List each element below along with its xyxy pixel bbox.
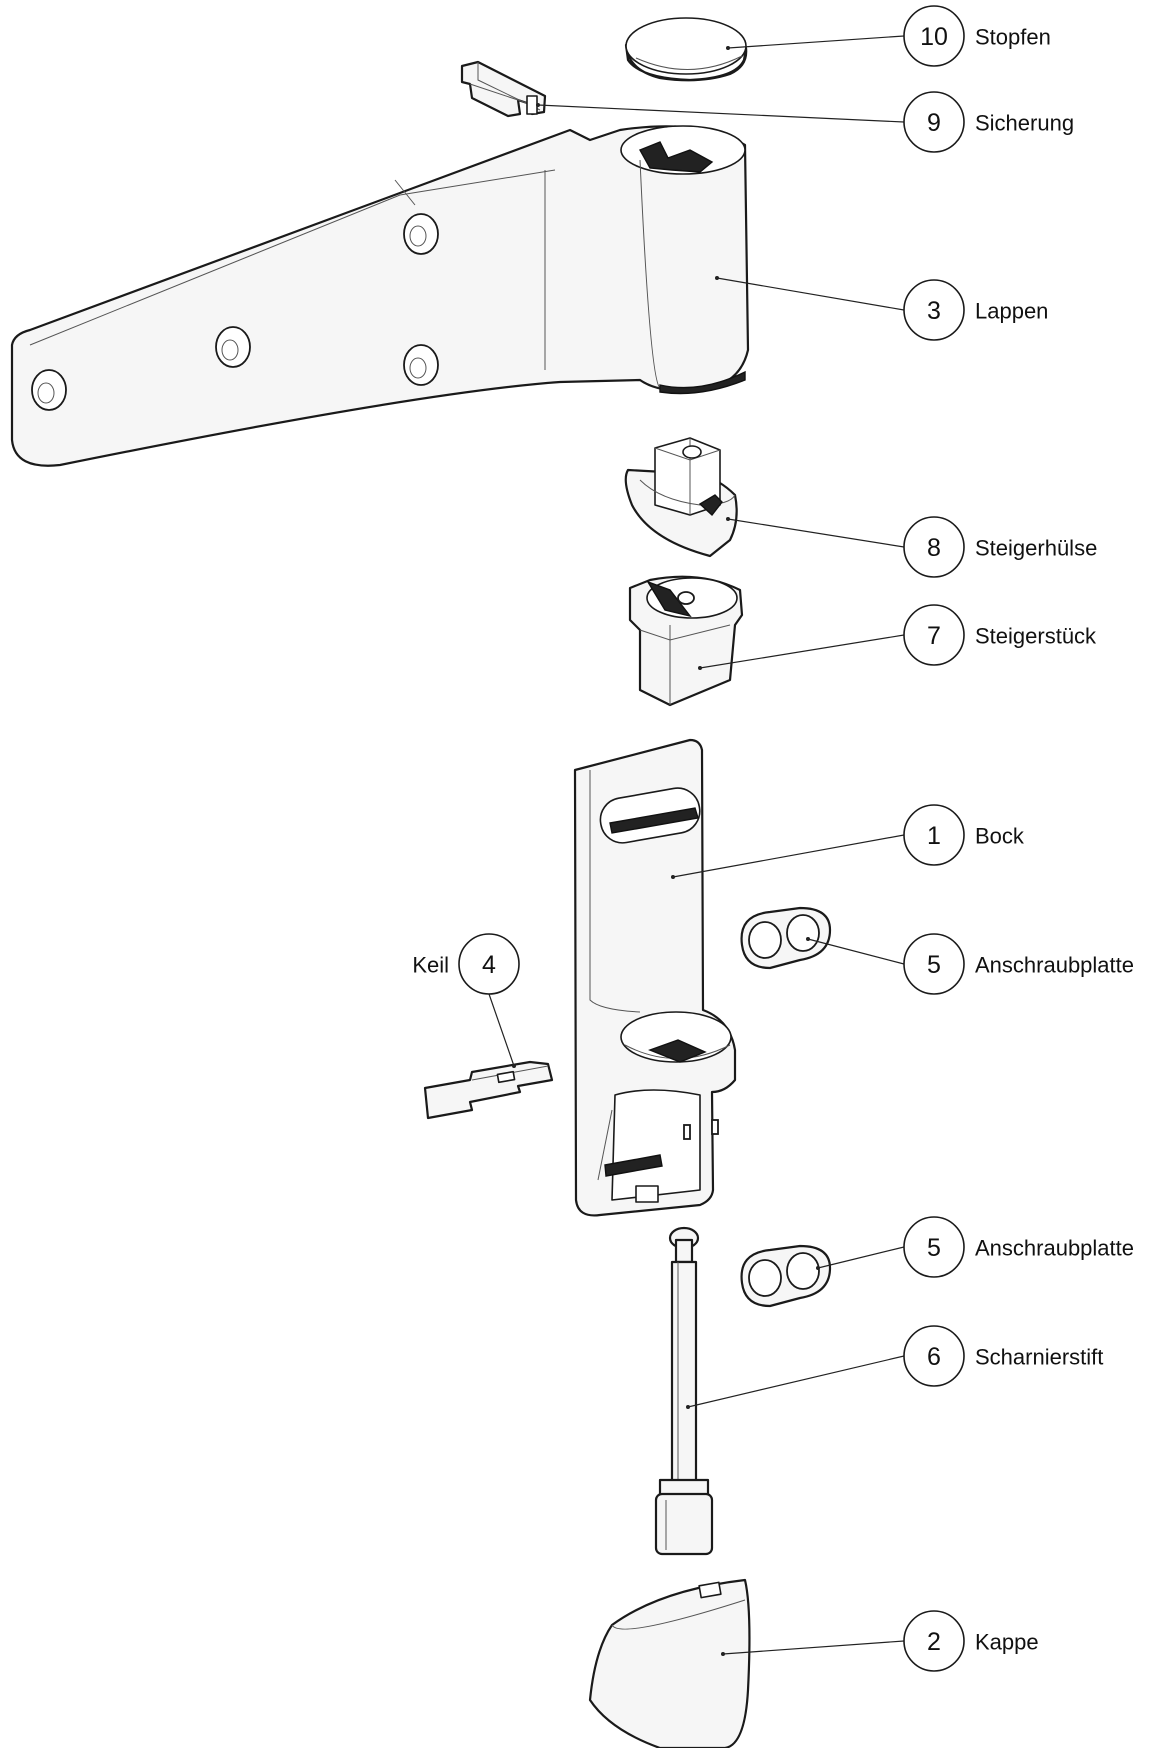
part-lappen-drawing xyxy=(10,125,750,467)
callout-bubble xyxy=(903,516,965,578)
part-number: 10 xyxy=(920,23,948,51)
callout-anschraubplatte-2: 5 Anschraubplatte xyxy=(816,1216,1134,1278)
part-steigerstueck-drawing xyxy=(628,575,744,707)
part-label: Scharnierstift xyxy=(975,1345,1103,1370)
callout-bubble xyxy=(903,1216,965,1278)
part-keil-drawing xyxy=(423,1060,554,1120)
part-number: 9 xyxy=(927,109,941,137)
callout-kappe: 2 Kappe xyxy=(721,1610,1039,1672)
part-label: Sicherung xyxy=(975,111,1074,136)
callout-bubble xyxy=(903,1325,965,1387)
part-kappe-drawing xyxy=(588,1578,751,1748)
part-number: 5 xyxy=(927,1234,941,1262)
part-label: Keil xyxy=(412,953,449,978)
part-number: 8 xyxy=(927,534,941,562)
part-number: 7 xyxy=(927,622,941,650)
part-label: Anschraubplatte xyxy=(975,953,1134,978)
part-number: 6 xyxy=(927,1343,941,1371)
part-label: Lappen xyxy=(975,299,1048,324)
callout-bubble xyxy=(903,5,965,67)
part-anschraubplatte-1-drawing xyxy=(740,906,832,970)
part-label: Kappe xyxy=(975,1630,1039,1655)
callout-bubble xyxy=(903,91,965,153)
part-label: Steigerstück xyxy=(975,624,1097,649)
callout-bock: 1 Bock xyxy=(671,804,1025,879)
callout-stopfen: 10 Stopfen xyxy=(726,5,1051,67)
part-number: 1 xyxy=(927,822,941,850)
callout-sicherung: 9 Sicherung xyxy=(536,91,1074,153)
callout-lappen: 3 Lappen xyxy=(715,276,1048,341)
callout-bubble xyxy=(903,804,965,866)
part-sicherung-drawing xyxy=(460,60,547,118)
part-label: Stopfen xyxy=(975,25,1051,50)
callout-bubble xyxy=(903,279,965,341)
part-number: 5 xyxy=(927,951,941,979)
part-label: Anschraubplatte xyxy=(975,1236,1134,1261)
callout-bubble xyxy=(903,1610,965,1672)
callout-keil: 4 Keil xyxy=(412,933,520,1068)
callout-bubble xyxy=(458,933,520,995)
part-label: Steigerhülse xyxy=(975,536,1097,561)
part-number: 2 xyxy=(927,1628,941,1656)
part-anschraubplatte-2-drawing xyxy=(740,1244,832,1308)
part-scharnierstift-drawing xyxy=(654,1226,714,1556)
part-stopfen-drawing xyxy=(624,17,748,82)
part-number: 4 xyxy=(482,951,496,979)
part-bock-drawing xyxy=(573,738,737,1217)
callout-bubble xyxy=(903,933,965,995)
callout-steigerstueck: 7 Steigerstück xyxy=(698,604,1097,670)
callout-bubble xyxy=(903,604,965,666)
callout-anschraubplatte-1: 5 Anschraubplatte xyxy=(806,933,1134,995)
callout-scharnierstift: 6 Scharnierstift xyxy=(686,1325,1103,1409)
part-number: 3 xyxy=(927,297,941,325)
part-label: Bock xyxy=(975,824,1025,849)
part-steigerhuelse-drawing xyxy=(624,437,738,558)
callout-steigerhuelse: 8 Steigerhülse xyxy=(726,516,1097,578)
